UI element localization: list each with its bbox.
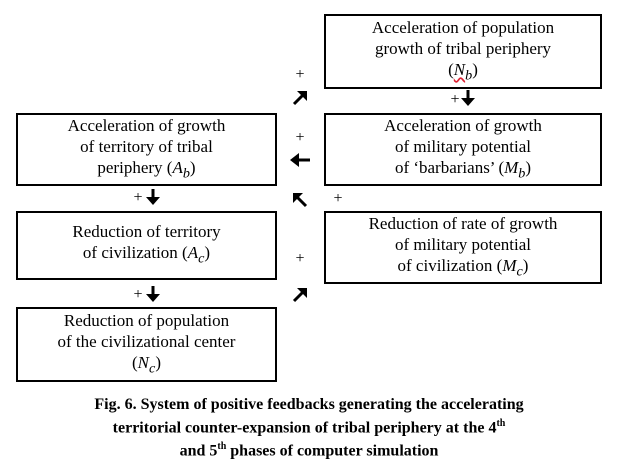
box-military-civilization: Reduction of rate of growth of military …	[324, 211, 602, 284]
var-close: )	[155, 352, 161, 372]
arrow-down-icon	[146, 286, 160, 302]
figure-caption: Fig. 6. System of positive feedbacks gen…	[0, 395, 618, 461]
var-sub: c	[198, 250, 205, 267]
caption-line2: territorial counter-expansion of tribal …	[0, 414, 618, 437]
var-sub: b	[182, 165, 190, 182]
box-military-barbarians-line3: of ‘barbarians’ (Mb)	[384, 157, 542, 184]
caption-line3: and 5th phases of computer simulation	[0, 437, 618, 460]
box-population-center-line2: of the civilizational center	[57, 331, 236, 351]
arrow-up-left-icon	[293, 193, 308, 208]
box-territory-civilization-line1: Reduction of territory	[72, 222, 221, 242]
caption-line2-sup: th	[496, 418, 506, 429]
plus-sign-nb-to-mb: +	[450, 91, 460, 108]
var-main: N	[453, 59, 466, 79]
plus-sign-mc-to-mb: +	[333, 190, 343, 207]
box-territory-periphery-line2: of territory of tribal	[80, 136, 213, 156]
var-sub: c	[149, 360, 156, 377]
box-military-barbarians-line2: of military potential	[395, 136, 531, 156]
box-population-periphery-var: (Nb)	[372, 59, 554, 86]
var-close: )	[472, 59, 478, 79]
arrow-up-right-icon	[292, 288, 307, 303]
arrow-down-icon	[461, 90, 475, 106]
var-close: )	[522, 255, 529, 275]
box-territory-periphery-line3: periphery (Ab)	[68, 157, 226, 184]
line2-prefix: of civilization (	[82, 243, 188, 263]
var-close: )	[204, 243, 211, 263]
box-population-center-line1: Reduction of population	[63, 310, 230, 330]
var-main: N	[137, 352, 150, 372]
plus-sign-ab-to-ac: +	[133, 189, 143, 206]
var-main: A	[172, 157, 183, 177]
caption-line3-suffix: phases of computer simulation	[226, 442, 439, 460]
plus-sign-mb-to-ab: +	[295, 129, 305, 146]
var-sub: b	[518, 165, 526, 182]
box-territory-periphery: Acceleration of growth of territory of t…	[16, 113, 277, 186]
box-population-center: Reduction of population of the civilizat…	[16, 307, 277, 382]
arrow-up-right-icon	[292, 91, 307, 106]
box-military-civilization-line1: Reduction of rate of growth	[368, 213, 558, 233]
var-main: M	[504, 157, 519, 177]
box-military-barbarians: Acceleration of growth of military poten…	[324, 113, 602, 186]
box-territory-civilization-line2: of civilization (Ac)	[72, 242, 220, 269]
box-territory-periphery-line1: Acceleration of growth	[67, 115, 226, 135]
plus-sign-nc-to-mc: +	[295, 250, 305, 267]
caption-line2-text: territorial counter-expansion of tribal …	[112, 419, 497, 437]
box-military-barbarians-line1: Acceleration of growth	[384, 115, 542, 135]
box-territory-civilization: Reduction of territory of civilization (…	[16, 211, 277, 280]
var-main: A	[187, 243, 199, 263]
var-open: (	[132, 352, 138, 372]
var-sub: c	[516, 263, 523, 280]
plus-sign-top-diagonal: +	[295, 66, 305, 83]
line3-prefix: periphery (	[97, 157, 173, 177]
box-military-civilization-line3: of civilization (Mc)	[369, 255, 558, 282]
arrow-down-icon	[146, 189, 160, 205]
caption-line3-sup: th	[217, 441, 227, 453]
box-population-periphery-line2: growth of tribal periphery	[374, 38, 552, 58]
var-sub: b	[465, 67, 473, 84]
caption-line1: Fig. 6. System of positive feedbacks gen…	[94, 396, 524, 413]
var-close: )	[525, 157, 532, 177]
plus-sign-ac-to-nc: +	[133, 286, 143, 303]
line3-prefix: of civilization (	[397, 255, 503, 275]
arrow-left-icon	[290, 153, 310, 167]
box-population-center-var: (Nc)	[58, 352, 236, 379]
var-main: M	[502, 255, 517, 275]
box-population-periphery-line1: Acceleration of population	[371, 17, 555, 37]
var-open: (	[448, 59, 454, 79]
box-population-periphery: Acceleration of population growth of tri…	[324, 14, 602, 89]
var-close: )	[189, 157, 196, 177]
box-military-civilization-line2: of military potential	[395, 234, 531, 254]
line3-prefix: of ‘barbarians’ (	[394, 157, 505, 177]
caption-line3-prefix: and 5	[179, 442, 218, 460]
